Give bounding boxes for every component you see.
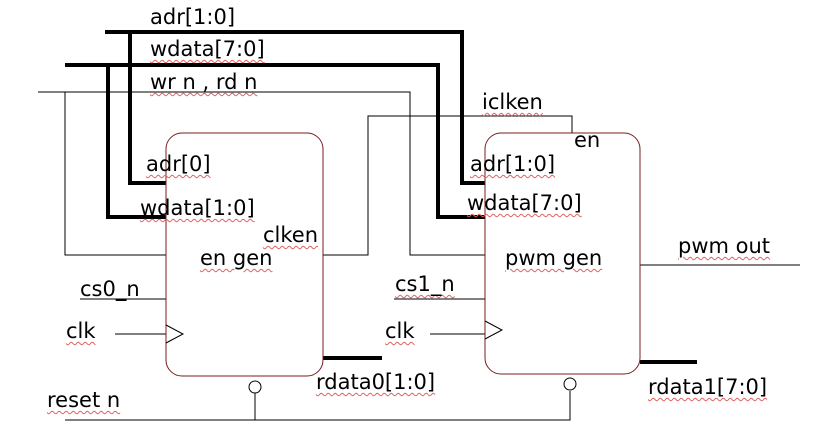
en-gen-wdata-port-label: wdata[1:0] <box>140 196 255 220</box>
en-gen-block <box>165 132 324 377</box>
en-gen-adr-port-label: adr[0] <box>146 152 211 176</box>
en-gen-rdata-label: rdata0[1:0] <box>316 370 436 394</box>
pwm-gen-clk-label: clk <box>385 319 415 343</box>
wr-rd-wire-to-en-gen <box>38 91 168 256</box>
en-gen-cs-label: cs0_n <box>80 277 140 301</box>
en-gen-block-name: en gen <box>200 246 273 270</box>
wr-rd-bus-label: wr n , rd n <box>150 70 258 94</box>
en-gen-clk-label: clk <box>66 319 96 343</box>
clk-triangle-pwm-gen <box>484 320 504 340</box>
clk-triangle-en-gen <box>165 324 185 344</box>
iclken-label: iclken <box>482 90 543 114</box>
pwm-gen-block-name: pwm gen <box>505 246 603 270</box>
reset-wire-to-pwm-gen <box>255 391 571 421</box>
pwm-out-label: pwm out <box>678 234 771 258</box>
pwm-gen-wdata-port-label: wdata[7:0] <box>467 191 582 215</box>
adr-bus-label: adr[1:0] <box>150 5 236 29</box>
pwm-gen-cs-label: cs1_n <box>395 272 455 296</box>
wr-rd-wire-to-pwm-gen <box>65 91 487 256</box>
wdata-bus-label: wdata[7:0] <box>150 37 265 61</box>
wdata-bus-to-en-gen <box>65 63 168 219</box>
pwm-gen-rdata-label: rdata1[7:0] <box>648 375 768 399</box>
wdata-bus-to-pwm-gen <box>108 63 487 219</box>
reset-bubble-pwm-gen <box>563 377 577 391</box>
clken-iclken-wire <box>323 115 573 256</box>
pwm-gen-en-port-label: en <box>574 128 601 152</box>
reset-bubble-en-gen <box>248 380 262 394</box>
pwm-gen-adr-port-label: adr[1:0] <box>470 152 556 176</box>
reset-label: reset n <box>47 388 121 412</box>
pwm-gen-block <box>484 132 641 375</box>
adr-bus-to-pwm-gen <box>130 30 487 185</box>
adr-bus-to-en-gen <box>105 30 168 185</box>
en-gen-clken-port-label: clken <box>263 223 319 247</box>
